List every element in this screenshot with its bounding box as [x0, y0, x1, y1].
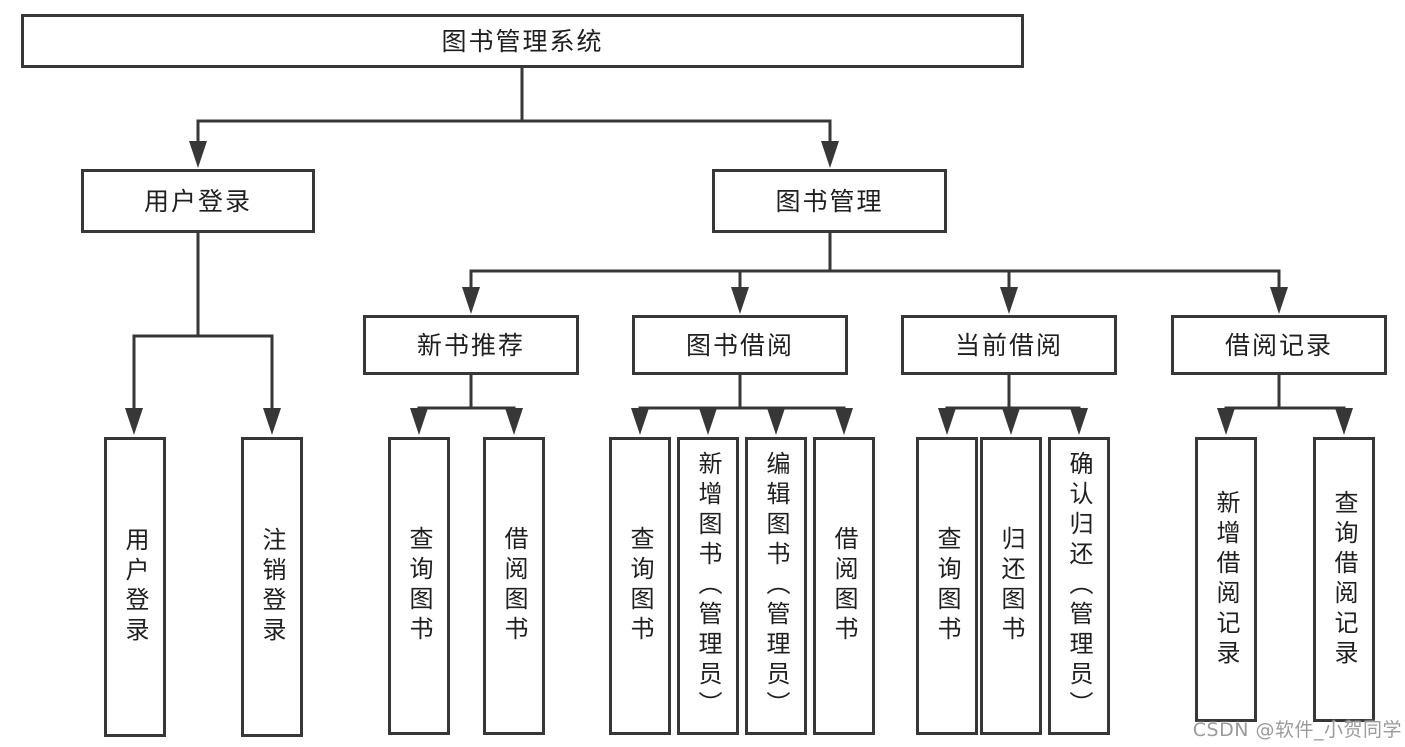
- node-leaf-borrow-books: 借阅图书: [813, 437, 875, 735]
- node-label: 编辑图书（管理员）: [762, 451, 790, 721]
- node-label: 用户登录: [143, 186, 252, 216]
- node-label: 查询图书: [933, 526, 961, 646]
- node-label: 图书借阅: [685, 330, 794, 360]
- node-user-login: 用户登录: [81, 169, 315, 233]
- node-leaf-borrow-books-recommend: 借阅图书: [483, 437, 545, 735]
- node-label: 借阅图书: [830, 526, 858, 646]
- node-leaf-add-borrow-record: 新增借阅记录: [1195, 437, 1257, 722]
- node-book-borrowing: 图书借阅: [632, 315, 848, 375]
- node-leaf-confirm-return-admin: 确认归还（管理员）: [1048, 437, 1110, 735]
- node-leaf-logout: 注销登录: [241, 437, 303, 737]
- node-label: 借阅图书: [500, 526, 528, 646]
- node-label: 新增图书（管理员）: [694, 451, 722, 721]
- node-label: 查询借阅记录: [1330, 489, 1358, 670]
- node-label: 确认归还（管理员）: [1065, 451, 1093, 721]
- node-borrowing-records: 借阅记录: [1171, 315, 1387, 375]
- node-leaf-edit-books-admin: 编辑图书（管理员）: [745, 437, 807, 735]
- node-current-borrowing: 当前借阅: [901, 315, 1117, 375]
- node-label: 注销登录: [258, 527, 286, 647]
- node-label: 当前借阅: [954, 330, 1063, 360]
- node-leaf-query-books-borrow: 查询图书: [609, 437, 671, 735]
- node-leaf-query-books-current: 查询图书: [916, 437, 978, 735]
- csdn-watermark: CSDN @软件_小贺同学: [1192, 719, 1402, 741]
- node-label: 图书管理系统: [441, 26, 604, 56]
- node-leaf-query-books-recommend: 查询图书: [388, 437, 450, 735]
- node-label: 归还图书: [997, 526, 1025, 646]
- node-label: 新书推荐: [416, 330, 525, 360]
- node-library-management-system: 图书管理系统: [21, 14, 1024, 68]
- node-leaf-query-borrow-record: 查询借阅记录: [1313, 437, 1375, 722]
- node-leaf-add-books-admin: 新增图书（管理员）: [677, 437, 739, 735]
- node-label: 查询图书: [405, 526, 433, 646]
- node-label: 查询图书: [626, 526, 654, 646]
- node-new-book-recommendation: 新书推荐: [363, 315, 579, 375]
- node-label: 借阅记录: [1224, 330, 1333, 360]
- node-label: 用户登录: [121, 527, 149, 647]
- node-label: 新增借阅记录: [1212, 489, 1240, 670]
- node-leaf-return-books: 归还图书: [980, 437, 1042, 735]
- node-label: 图书管理: [775, 186, 884, 216]
- node-book-management: 图书管理: [712, 169, 947, 233]
- node-leaf-user-login: 用户登录: [104, 437, 166, 737]
